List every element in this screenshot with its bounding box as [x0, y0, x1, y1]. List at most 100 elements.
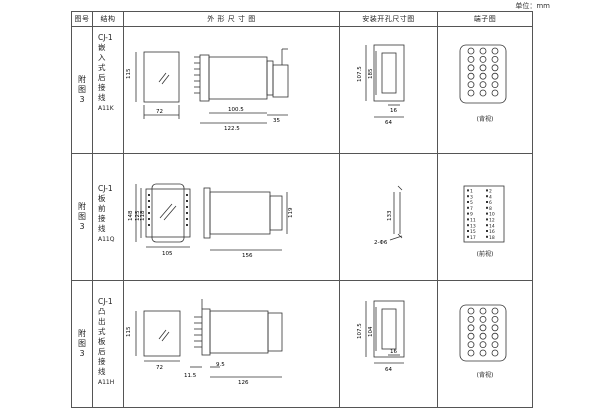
terminal-pin	[467, 72, 475, 80]
unit-label: 单位：mm	[515, 2, 550, 10]
terminal-pin	[467, 349, 475, 357]
outline-drawing-cell: 115 72 11.5 9.5 126	[123, 280, 340, 408]
fig-label-char: 3	[79, 222, 85, 231]
outline-drawing: 115 72 100.5 122.5 35	[126, 48, 289, 132]
dim-label: 118	[140, 210, 146, 221]
struct-char: 线	[98, 367, 106, 376]
cutout-drawing: 107.5 185 16 64	[357, 44, 405, 126]
terminal-pin	[479, 89, 487, 97]
dim-label: 64	[385, 367, 392, 373]
dim-label: 9.5	[216, 362, 225, 368]
dim-label: 148	[128, 210, 134, 221]
struct-char: 接	[98, 214, 106, 223]
terminal-number: 12	[489, 218, 495, 224]
terminal-pin	[491, 316, 499, 323]
terminal-pin	[467, 307, 475, 315]
fig-label-char: 附	[78, 329, 86, 338]
view-label: (前视)	[476, 251, 494, 258]
cutout-drawing-cell: 133 2-Φ6	[339, 153, 438, 281]
terminal-number: 13	[470, 223, 476, 229]
terminal-pin	[467, 218, 469, 221]
fig-label-char: 3	[79, 95, 85, 104]
view-label: (背视)	[476, 372, 494, 379]
terminal-pin	[486, 212, 488, 215]
model-type: CJ-1	[98, 297, 113, 306]
terminal-pin	[467, 81, 475, 88]
terminal-pin	[479, 81, 487, 88]
header-terminal: 端子图	[437, 11, 533, 27]
terminal-number: 8	[489, 206, 492, 212]
structure-cell: CJ-1 凸 出 式 板 后 接 线 A11H	[92, 280, 124, 408]
terminal-pin	[491, 56, 499, 63]
struct-char: 后	[98, 347, 106, 356]
terminal-pin	[479, 56, 487, 63]
terminal-pin	[486, 218, 488, 221]
terminal-pin	[467, 201, 469, 203]
struct-char: 接	[98, 357, 106, 366]
terminal-drawing	[459, 44, 507, 104]
terminal-number: 7	[470, 206, 473, 212]
dim-label: 104	[368, 326, 374, 337]
dim-label: 64	[385, 120, 392, 126]
terminal-number: 10	[489, 212, 495, 218]
terminal-number: 3	[470, 194, 473, 200]
terminal-pin	[479, 307, 487, 315]
outline-drawing: 115 72 11.5 9.5 126	[126, 299, 283, 386]
struct-char: 后	[98, 73, 106, 82]
struct-char: 板	[98, 337, 106, 346]
terminal-number: 18	[489, 235, 495, 241]
terminal-pin	[467, 224, 469, 227]
table-row: 附 图 3 CJ-1 嵌 入 式 后 接 线 A11K	[71, 26, 533, 154]
terminal-number: 16	[489, 229, 495, 235]
dim-label: 2-Φ6	[374, 240, 388, 246]
terminal-number: 6	[489, 200, 492, 206]
terminal-pin	[467, 332, 475, 340]
table-row: 附 图 3 CJ-1 凸 出 式 板 后 接 线 A11H	[71, 280, 533, 408]
terminal-pin	[486, 201, 488, 203]
terminal-pin	[491, 64, 499, 72]
fig-number-cell: 附 图 3	[71, 280, 93, 408]
struct-char: 凸	[98, 307, 106, 316]
struct-char: 式	[98, 63, 106, 72]
terminal-number: 14	[489, 223, 495, 229]
terminal-pin	[467, 235, 469, 238]
model-code: A11H	[98, 379, 115, 386]
terminal-pin	[491, 324, 499, 332]
struct-char: 嵌	[98, 43, 106, 52]
dim-label: 115	[126, 326, 132, 337]
terminal-number: 5	[470, 200, 473, 206]
dim-label: 72	[156, 365, 163, 371]
dim-label: 126	[238, 380, 249, 386]
terminal-pin	[479, 341, 487, 348]
terminal-drawing-cell: (背视)	[437, 280, 533, 408]
view-label: (背视)	[476, 116, 494, 123]
terminal-pin	[486, 235, 488, 238]
header-structure: 结构	[92, 11, 124, 27]
dim-label: 11.5	[184, 373, 197, 379]
terminal-pin	[467, 56, 475, 63]
dim-label: 16	[390, 349, 397, 355]
struct-char: 式	[98, 327, 106, 336]
structure-cell: CJ-1 板 前 接 线 A11Q	[92, 153, 124, 281]
dim-label: 105	[162, 251, 173, 257]
model-type: CJ-1	[98, 33, 113, 42]
terminal-pin	[479, 332, 487, 340]
struct-char: 前	[98, 204, 106, 213]
struct-char: 入	[98, 53, 106, 62]
dim-label: 72	[156, 109, 163, 115]
terminal-pin	[467, 324, 475, 332]
terminal-pin	[486, 230, 488, 232]
fig-number-cell: 附 图 3	[71, 26, 93, 154]
cutout-drawing: 107.5 104 16 64	[357, 300, 405, 373]
dim-label: 16	[390, 108, 397, 114]
header-fig-no: 图号	[71, 11, 93, 27]
dim-label: 115	[126, 68, 132, 79]
model-type: CJ-1	[98, 184, 113, 193]
fig-label-char: 附	[78, 75, 86, 84]
terminal-number: 11	[470, 218, 476, 224]
terminal-pin	[491, 47, 499, 55]
table-row: 附 图 3 CJ-1 板 前 接 线 A11Q	[71, 153, 533, 281]
terminal-pin	[467, 316, 475, 323]
cutout-drawing: 133 2-Φ6	[374, 185, 403, 246]
